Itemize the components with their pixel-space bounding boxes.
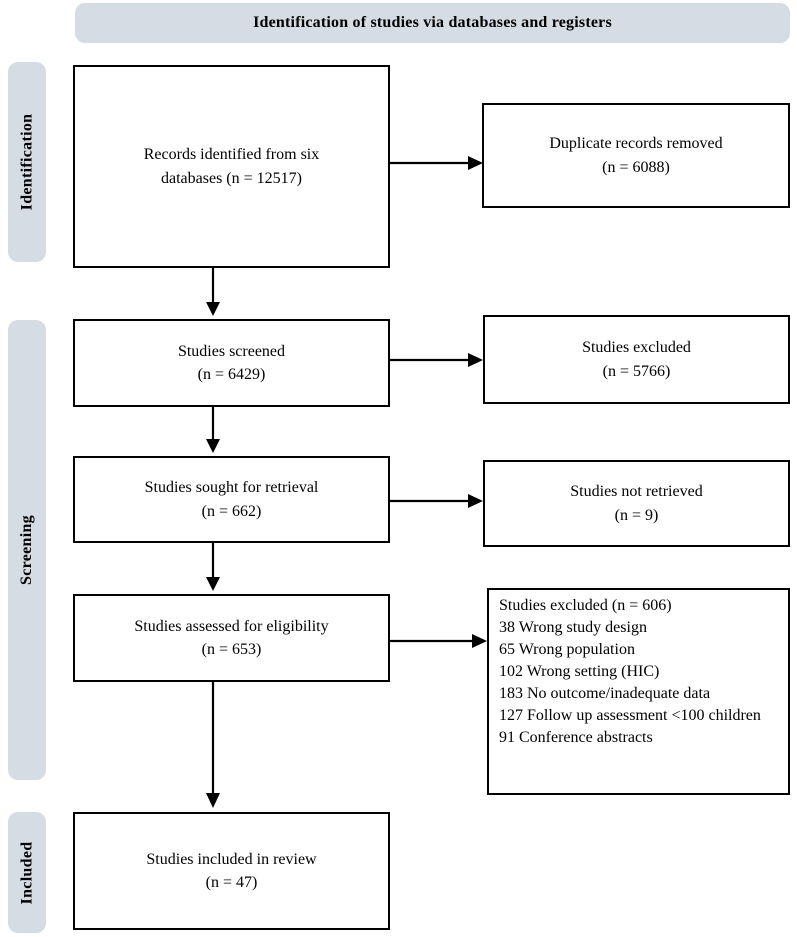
box-text-line: Studies screened	[177, 342, 286, 360]
excluded-reasons-title: Studies excluded (n = 606)	[499, 597, 672, 614]
stage-panel-screening: Screening	[8, 320, 46, 780]
box-text-line: Records identified from six	[143, 146, 320, 164]
stage-label-screening: Screening	[18, 515, 35, 585]
box-text-line: (n = 9)	[614, 506, 659, 524]
stage-label-included: Included	[18, 841, 35, 904]
box-studies-excluded: Studies excluded (n = 5766)	[483, 315, 790, 404]
excluded-reason-item: 38 Wrong study design	[499, 619, 647, 637]
box-text-line: (n = 6429)	[197, 366, 266, 383]
excluded-reason-item: 65 Wrong population	[499, 641, 635, 659]
box-text-line: Studies included in review	[146, 850, 317, 868]
stage-panel-included: Included	[8, 812, 46, 933]
box-text-line: (n = 47)	[205, 874, 258, 891]
box-text-line: (n = 662)	[201, 502, 262, 520]
box-studies-screened: Studies screened (n = 6429)	[73, 319, 390, 407]
box-text-line: Studies sought for retrieval	[144, 479, 319, 497]
box-records-identified: Records identified from six databases (n…	[73, 65, 390, 268]
diagram-title-banner: Identification of studies via databases …	[75, 3, 790, 43]
box-text-line: databases (n = 12517)	[161, 169, 302, 187]
stage-panel-identification: Identification	[8, 62, 46, 262]
box-not-retrieved: Studies not retrieved (n = 9)	[483, 460, 790, 547]
box-text-line: Duplicate records removed	[549, 135, 723, 153]
box-text-line: Studies excluded	[582, 339, 691, 357]
box-text-line: Studies not retrieved	[570, 483, 703, 501]
stage-label-identification: Identification	[18, 113, 35, 211]
excluded-reason-item: 183 No outcome/inadequate data	[499, 685, 711, 703]
diagram-title: Identification of studies via databases …	[253, 14, 612, 31]
box-duplicates-removed: Duplicate records removed (n = 6088)	[482, 103, 790, 208]
box-studies-assessed: Studies assessed for eligibility (n = 65…	[73, 594, 390, 682]
box-excluded-reasons: Studies excluded (n = 606) 38 Wrong stud…	[487, 588, 790, 795]
box-text-line: (n = 653)	[201, 641, 262, 658]
excluded-reason-item: 127 Follow up assessment <100 children	[499, 707, 761, 725]
box-text-line: (n = 6088)	[602, 158, 670, 176]
box-studies-included: Studies included in review (n = 47)	[73, 812, 390, 930]
excluded-reason-item: 102 Wrong setting (HIC)	[499, 663, 660, 681]
box-studies-sought: Studies sought for retrieval (n = 662)	[73, 456, 390, 543]
box-text-line: (n = 5766)	[602, 362, 671, 380]
excluded-reason-item: 91 Conference abstracts	[499, 729, 653, 747]
box-text-line: Studies assessed for eligibility	[134, 617, 329, 635]
